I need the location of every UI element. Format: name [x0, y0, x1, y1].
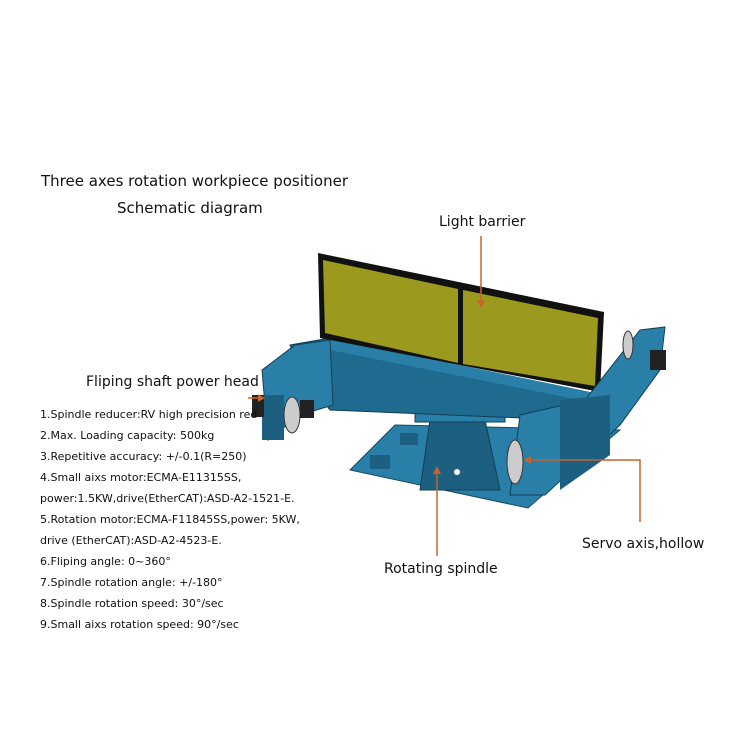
- arrow-icon: [258, 394, 265, 402]
- spec-item: 1.Spindle reducer:RV high precision redu…: [40, 408, 258, 421]
- light-barrier: [318, 253, 604, 392]
- diagram-title: Three axes rotation workpiece positioner: [41, 172, 349, 190]
- callout-servo-axis: Servo axis,hollow: [582, 536, 705, 552]
- spec-item: power:1.5KW,drive(EtherCAT):ASD-A2-1521-…: [40, 492, 295, 505]
- servo-callout-line: [528, 459, 641, 522]
- spec-item: 8.Spindle rotation speed: 30°/sec: [40, 597, 224, 610]
- spec-item: drive (EtherCAT):ASD-A2-4523-E.: [40, 534, 222, 547]
- callout-rotating-spindle: Rotating spindle: [384, 561, 498, 577]
- arrow-icon: [524, 456, 531, 464]
- spec-item: 6.Fliping angle: 0~360°: [40, 555, 171, 568]
- spec-item: 9.Small aixs rotation speed: 90°/sec: [40, 618, 239, 631]
- callout-fliping-shaft: Fliping shaft power head: [86, 374, 259, 390]
- spec-item: 5.Rotation motor:ECMA-F11845SS,power: 5K…: [40, 513, 300, 526]
- spec-item: 2.Max. Loading capacity: 500kg: [40, 429, 215, 442]
- right-servo-arm: [506, 326, 666, 496]
- left-flip-arm: [252, 339, 334, 441]
- arrow-icon: [477, 300, 485, 308]
- arrow-icon: [433, 466, 441, 474]
- callout-light-barrier: Light barrier: [439, 214, 526, 230]
- spec-item: 4.Small aixs motor:ECMA-E11315SS,: [40, 471, 242, 484]
- spec-item: 7.Spindle rotation angle: +/-180°: [40, 576, 223, 589]
- spec-item: 3.Repetitive accuracy: +/-0.1(R=250): [40, 450, 247, 463]
- diagram-subtitle: Schematic diagram: [117, 199, 263, 217]
